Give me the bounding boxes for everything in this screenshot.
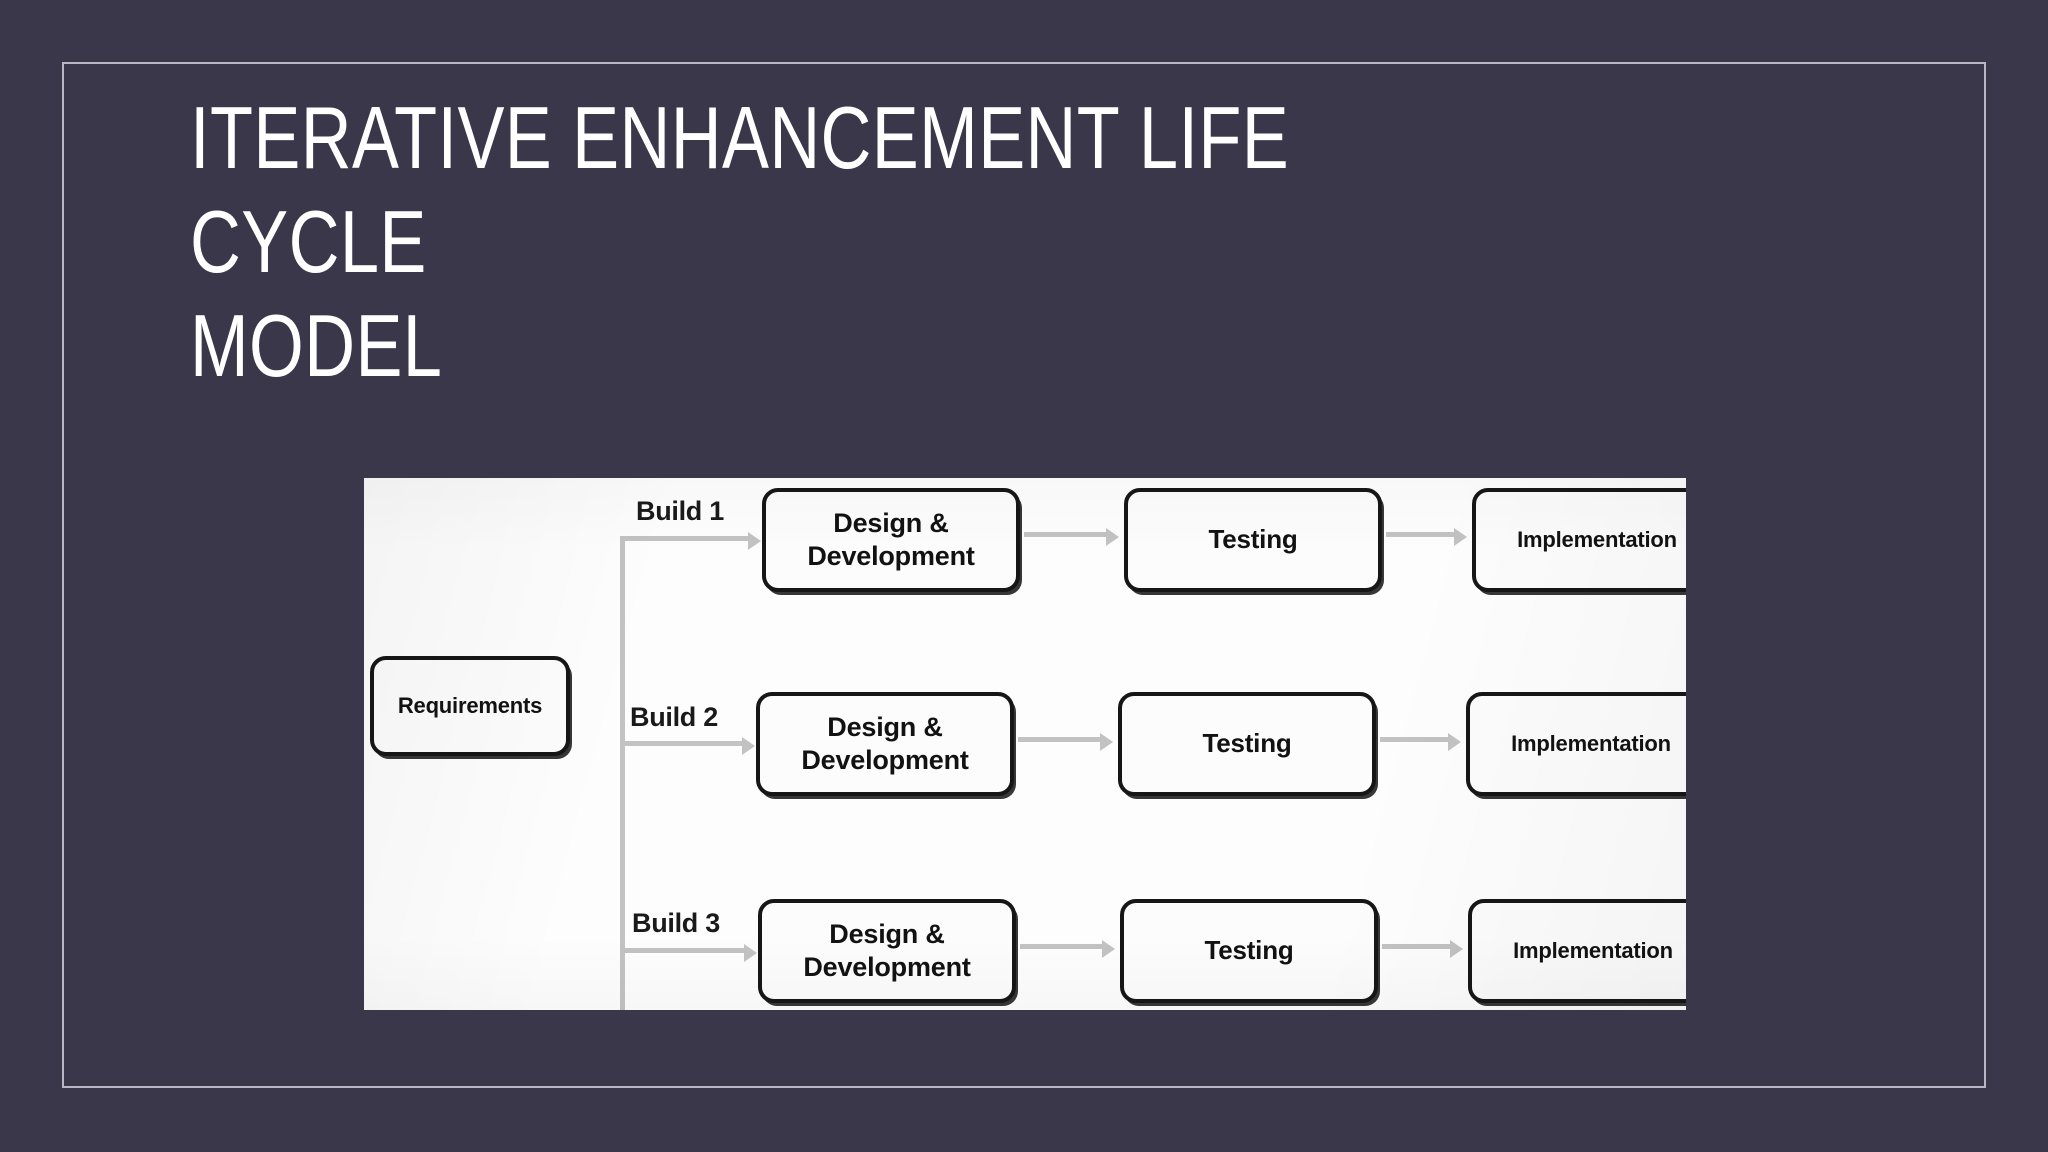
connector-trunk-vertical [620, 536, 625, 1010]
node-requirements[interactable]: Requirements [370, 656, 570, 756]
node-build-2-testing[interactable]: Testing [1118, 692, 1376, 796]
arrowhead-branch-build-2 [742, 737, 755, 755]
arrowhead-build-1-testing [1106, 528, 1119, 546]
iterative-model-diagram: Requirements Build 1 Build 2 Build 3 Des… [364, 478, 1686, 1010]
node-build-3-design-development[interactable]: Design & Development [758, 899, 1016, 1003]
connector-build-1-testing-to-implementation [1386, 532, 1458, 537]
connector-build-1-dd-to-testing [1024, 532, 1110, 537]
arrowhead-branch-build-1 [748, 532, 761, 550]
arrowhead-build-3-implementation [1450, 940, 1463, 958]
page-title: ITERATIVE ENHANCEMENT LIFE CYCLE MODEL [190, 88, 1290, 395]
connector-branch-build-2 [620, 741, 746, 746]
arrowhead-build-3-testing [1102, 940, 1115, 958]
node-build-3-testing[interactable]: Testing [1120, 899, 1378, 1003]
branch-label-build-2: Build 2 [630, 702, 718, 732]
arrowhead-build-1-implementation [1454, 528, 1467, 546]
connector-branch-build-3 [620, 948, 748, 953]
connector-build-3-dd-to-testing [1020, 944, 1106, 949]
branch-label-build-1: Build 1 [636, 496, 724, 526]
node-build-1-implementation[interactable]: Implementation [1472, 488, 1686, 592]
arrowhead-build-2-implementation [1448, 733, 1461, 751]
connector-build-2-testing-to-implementation [1380, 737, 1452, 742]
connector-branch-build-1 [620, 536, 752, 541]
node-build-3-implementation[interactable]: Implementation [1468, 899, 1686, 1003]
arrowhead-branch-build-3 [744, 944, 757, 962]
branch-label-build-3: Build 3 [632, 908, 720, 938]
arrowhead-build-2-testing [1100, 733, 1113, 751]
node-build-2-implementation[interactable]: Implementation [1466, 692, 1686, 796]
node-build-2-design-development[interactable]: Design & Development [756, 692, 1014, 796]
node-build-1-testing[interactable]: Testing [1124, 488, 1382, 592]
connector-build-3-testing-to-implementation [1382, 944, 1454, 949]
connector-build-2-dd-to-testing [1018, 737, 1104, 742]
node-build-1-design-development[interactable]: Design & Development [762, 488, 1020, 592]
